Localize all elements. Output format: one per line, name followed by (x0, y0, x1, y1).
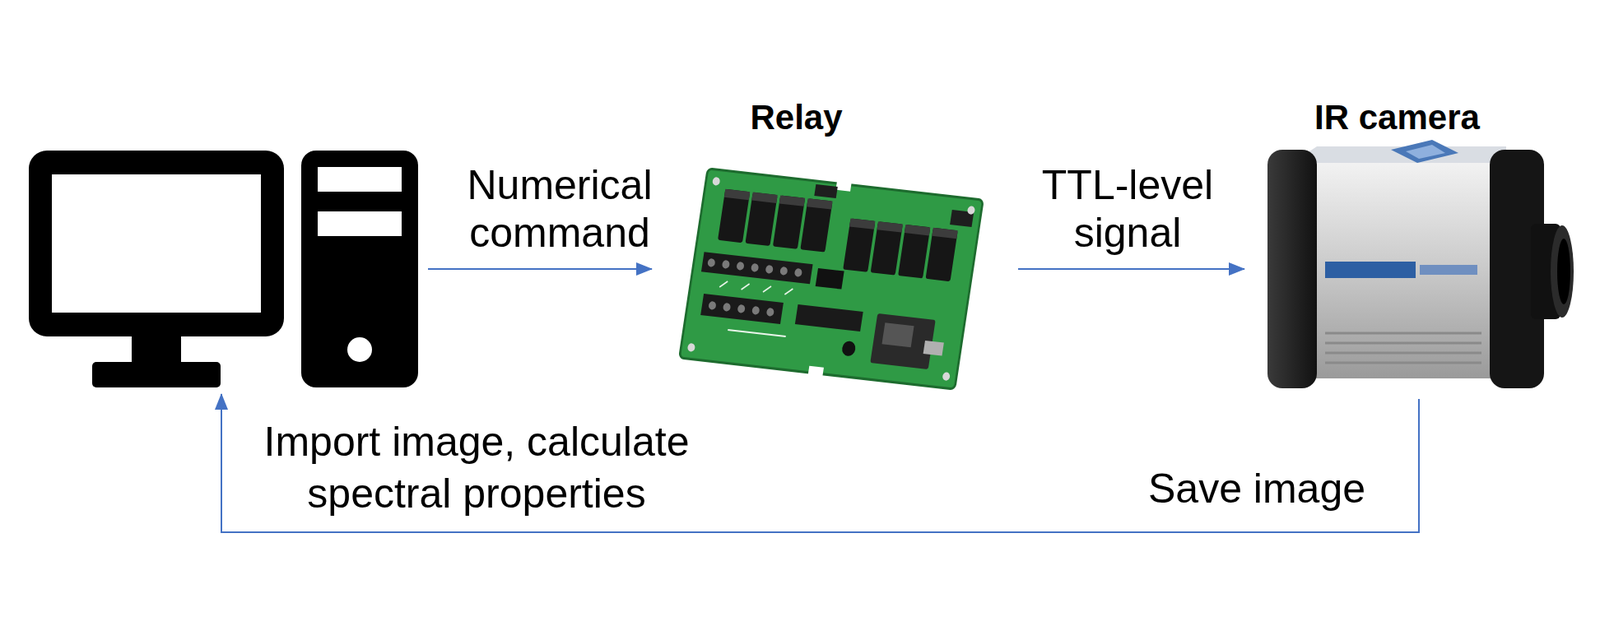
relay-board-part (813, 184, 838, 199)
ir-camera-part-part (1325, 352, 1482, 355)
relay-board-part (923, 340, 945, 357)
relay-board-part (721, 189, 960, 239)
relay-board-part-part (707, 301, 717, 311)
node-heading: IR camera (1251, 97, 1544, 139)
connector-arrow (1018, 268, 1245, 270)
ir-camera (1267, 139, 1574, 389)
ir-camera-part (1390, 139, 1459, 163)
step-note: Import image, calculate spectral propert… (246, 416, 707, 520)
relay-board-part-part (737, 304, 746, 314)
relay-board-part-part (687, 343, 696, 353)
relay-board-part-part (762, 285, 772, 294)
relay-board-part-part (722, 302, 731, 312)
connector-arrow (427, 268, 652, 270)
relay-board-part-part (779, 195, 805, 206)
computer-icon-part (131, 334, 182, 365)
computer-icon-part (317, 211, 402, 237)
ir-camera-part (1292, 162, 1507, 379)
computer-icon-part (92, 362, 221, 388)
ir-camera-part (1405, 144, 1446, 159)
edge-label: TTL-level signal (1020, 162, 1235, 257)
relay-board-part-part (842, 218, 875, 272)
relay-board-part (701, 251, 814, 284)
relay-board-part-part (876, 221, 903, 233)
relay-board-part (715, 189, 960, 282)
relay-board-part-part (870, 221, 903, 275)
ir-camera-part (1557, 238, 1571, 305)
ir-camera-part-part (1325, 342, 1482, 345)
relay-board-part-part (766, 307, 775, 317)
relay-board-part-part (744, 192, 777, 247)
computer-icon-part (301, 150, 419, 388)
relay-board-part-part (721, 260, 731, 270)
relay-board-part-part (711, 176, 721, 187)
computer-icon-part (51, 174, 261, 313)
computer-icon (28, 150, 419, 388)
relay-board-part-part (750, 263, 759, 273)
relay-board-part-part (784, 288, 793, 296)
relay-board-part-part (724, 189, 750, 200)
relay-board-part-part (849, 218, 875, 229)
relay-node: Relay (658, 97, 1009, 388)
relay-board-part-part (967, 205, 976, 215)
ir-camera-part-part (1325, 332, 1482, 335)
relay-board-part (815, 268, 845, 290)
relay-board-part-part (719, 280, 728, 289)
relay-board-part-part (942, 372, 951, 382)
relay-board-part-part (931, 227, 958, 239)
relay-board-part (707, 301, 775, 317)
relay-board-part-part (751, 306, 760, 316)
edge-label: Numerical command (452, 162, 667, 257)
ir-camera-part-part (1325, 362, 1482, 365)
ir-camera-part (1325, 333, 1482, 363)
relay-board-part (795, 304, 864, 332)
relay-board-part (807, 366, 824, 380)
computer-icon-part (347, 337, 373, 363)
relay-board-part-part (800, 198, 833, 252)
relay-board-part-part (772, 195, 805, 249)
relay-board-part (841, 340, 857, 358)
ir-camera-part (1325, 261, 1416, 279)
computer-node (28, 150, 419, 388)
ir-camera-part (1267, 149, 1317, 389)
computer-icon-part (317, 167, 402, 192)
relay-board-part (835, 178, 852, 192)
relay-board-part-part (706, 258, 716, 268)
edge-label: Save image (1148, 465, 1396, 514)
relay-board (679, 163, 985, 395)
relay-board-part-part (904, 224, 931, 236)
ir-camera-part (1419, 265, 1478, 275)
relay-board-part-part (727, 330, 786, 337)
relay-board-part (687, 176, 976, 382)
relay-board-part-part (751, 192, 777, 204)
ir-camera-part (1550, 225, 1574, 318)
computer-icon-part (28, 150, 284, 337)
relay-board-part-part (741, 283, 750, 291)
relay-board-part-part (897, 224, 931, 279)
relay-board-part (700, 293, 784, 325)
relay-board-part-part (717, 189, 750, 243)
relay-board-part (713, 280, 794, 337)
relay-board-part-part (765, 265, 774, 275)
camera-node: IR camera (1251, 97, 1544, 393)
connector-arrow (221, 394, 1419, 533)
node-heading: Relay (658, 97, 1009, 139)
relay-board-part-part (806, 198, 833, 210)
relay-board-part-part (735, 261, 745, 271)
relay-board-part-part (779, 266, 788, 276)
relay-board-part (679, 168, 984, 390)
relay-board-part (881, 322, 914, 348)
relay-board-part (706, 258, 803, 278)
relay-board-part-part (925, 227, 959, 282)
relay-board-part-part (794, 268, 803, 278)
